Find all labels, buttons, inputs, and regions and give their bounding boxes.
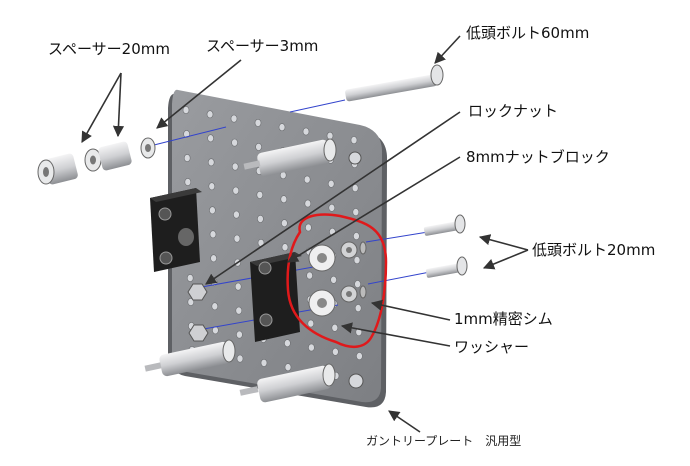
plate-hole-icon bbox=[284, 363, 292, 372]
plate-hole-icon bbox=[236, 354, 244, 363]
plate-hole-icon bbox=[303, 175, 311, 184]
highlight-outline bbox=[286, 213, 388, 349]
plate-hole-icon bbox=[278, 123, 286, 132]
plate-hole-icon bbox=[182, 106, 190, 114]
label-nut-block-8mm: 8mmナットブロック bbox=[466, 148, 610, 166]
plate-hole-icon bbox=[187, 298, 195, 306]
bolt-60mm bbox=[345, 64, 444, 102]
plate-hole-icon bbox=[186, 274, 194, 282]
washers-and-shims bbox=[308, 241, 367, 317]
plate-hole-icon bbox=[280, 195, 288, 204]
plate-hole-icon bbox=[209, 230, 217, 239]
label-lock-nut: ロックナット bbox=[468, 102, 559, 120]
plate-hole-icon bbox=[211, 302, 219, 311]
plate-hole-icon bbox=[354, 304, 362, 312]
plate-hole-icon bbox=[330, 275, 337, 284]
plate-hole-icon bbox=[352, 208, 360, 216]
bolts-20mm bbox=[423, 214, 468, 278]
plate-hole-icon bbox=[183, 130, 190, 138]
plate-hole-icon bbox=[305, 223, 312, 232]
label-spacer-20mm: スペーサー20mm bbox=[48, 40, 170, 58]
plate-hole-icon bbox=[326, 131, 334, 140]
plate-hole-icon bbox=[356, 352, 363, 360]
label-gantry-plate: ガントリープレート 汎用型 bbox=[366, 434, 522, 448]
plate-hole-icon bbox=[350, 136, 358, 144]
label-washer: ワッシャー bbox=[454, 338, 530, 356]
plate-hole-icon bbox=[281, 243, 289, 252]
plate-hole-icon bbox=[183, 154, 191, 162]
plate-hole-icon bbox=[354, 280, 361, 288]
plate-hole-icon bbox=[233, 234, 241, 243]
plate-hole-icon bbox=[302, 127, 310, 136]
label-spacer-3mm: スペーサー3mm bbox=[206, 37, 319, 55]
plate-hole-icon bbox=[332, 347, 339, 356]
plate-hole-icon bbox=[236, 330, 243, 339]
plate-hole-icon bbox=[306, 271, 313, 280]
plate-hole-icon bbox=[231, 138, 238, 147]
nut-block-bottom bbox=[250, 252, 302, 342]
plate-hole-icon bbox=[256, 190, 264, 199]
nut-block-top bbox=[150, 188, 202, 272]
plate-hole-icon bbox=[260, 358, 268, 367]
plate-hole-icon bbox=[353, 232, 360, 240]
plate-hole-icon bbox=[328, 203, 336, 212]
spacer-stack bbox=[37, 137, 156, 185]
plate-hole-icon bbox=[232, 186, 240, 195]
lock-nuts bbox=[187, 283, 209, 342]
plate-hole-icon bbox=[351, 184, 359, 192]
plate-hole-icon bbox=[212, 326, 219, 335]
plate-hole-icon bbox=[184, 178, 192, 186]
plate-hole-icon bbox=[235, 306, 243, 315]
leader-lines bbox=[81, 35, 529, 433]
plate-hole-icon bbox=[233, 210, 240, 219]
plate-hole-icon bbox=[307, 319, 315, 328]
plate-hole-icon bbox=[304, 199, 312, 208]
plate-hole-icon bbox=[331, 323, 339, 332]
plate-hole-icon bbox=[353, 256, 361, 264]
plate-hole-icon bbox=[206, 110, 214, 119]
plate-hole-icon bbox=[208, 182, 216, 191]
plate-hole-icon bbox=[209, 206, 216, 215]
plate-hole-icon bbox=[327, 179, 335, 188]
plate-hole-icon bbox=[210, 254, 217, 263]
plate-hole-icon bbox=[207, 134, 214, 143]
label-low-head-bolt-60mm: 低頭ボルト60mm bbox=[466, 24, 590, 42]
plate-hole-icon bbox=[281, 219, 288, 228]
plate-hole-icon bbox=[308, 343, 315, 352]
plate-hole-icon bbox=[257, 214, 264, 223]
plate-large-hole-icon bbox=[348, 373, 364, 389]
plate-spacers bbox=[144, 138, 337, 403]
plate-hole-icon bbox=[207, 158, 215, 167]
plate-hole-icon bbox=[230, 114, 238, 123]
label-low-head-bolt-20mm: 低頭ボルト20mm bbox=[532, 241, 656, 259]
plate-hole-icon bbox=[255, 142, 262, 151]
gantry-plate bbox=[168, 89, 388, 408]
plate-hole-icon bbox=[254, 119, 262, 127]
plate-hole-icon bbox=[234, 282, 242, 291]
label-precision-shim-1mm: 1mm精密シム bbox=[454, 310, 553, 328]
plate-hole-icon bbox=[284, 339, 291, 348]
plate-hole-icon bbox=[231, 162, 239, 171]
